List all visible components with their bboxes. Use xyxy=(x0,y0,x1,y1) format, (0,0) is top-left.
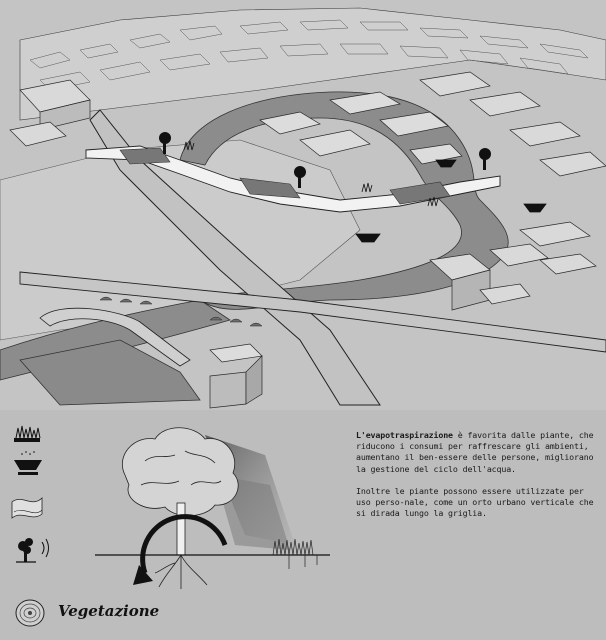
legend-icons xyxy=(11,425,49,563)
description-paragraph-2: Inoltre le piante possono essere utilizz… xyxy=(356,485,594,519)
grass-tray-icon xyxy=(14,425,41,442)
tree-sound-icon xyxy=(16,538,49,563)
footer-title: Vegetazione xyxy=(58,602,160,620)
roots xyxy=(154,554,208,589)
description-term: L'evapotraspirazione xyxy=(356,430,453,440)
cycle-arrow-icon xyxy=(133,514,228,585)
city-blocks xyxy=(19,7,606,121)
walkway-tree-icons xyxy=(159,132,491,188)
walkway-planter-icons xyxy=(355,159,547,243)
wave-panel-icon xyxy=(11,497,43,519)
description-text: L'evapotraspirazione è favorita dalle pi… xyxy=(356,430,596,530)
walkway-grass-icons xyxy=(183,140,439,207)
planter-bowl-icon xyxy=(14,451,42,475)
footer: Vegetazione xyxy=(12,596,212,632)
description-paragraph-1-rest: è favorita dalle piante, che riducono i … xyxy=(356,430,594,474)
aerial-city-illustration xyxy=(0,7,606,409)
grass-strip xyxy=(272,538,318,569)
tree-ring-icon xyxy=(15,599,45,627)
evapotranspiration-diagram xyxy=(95,427,330,589)
description-paragraph-1: L'evapotraspirazione è favorita dalle pi… xyxy=(356,430,596,475)
tree-canopy xyxy=(122,427,239,517)
